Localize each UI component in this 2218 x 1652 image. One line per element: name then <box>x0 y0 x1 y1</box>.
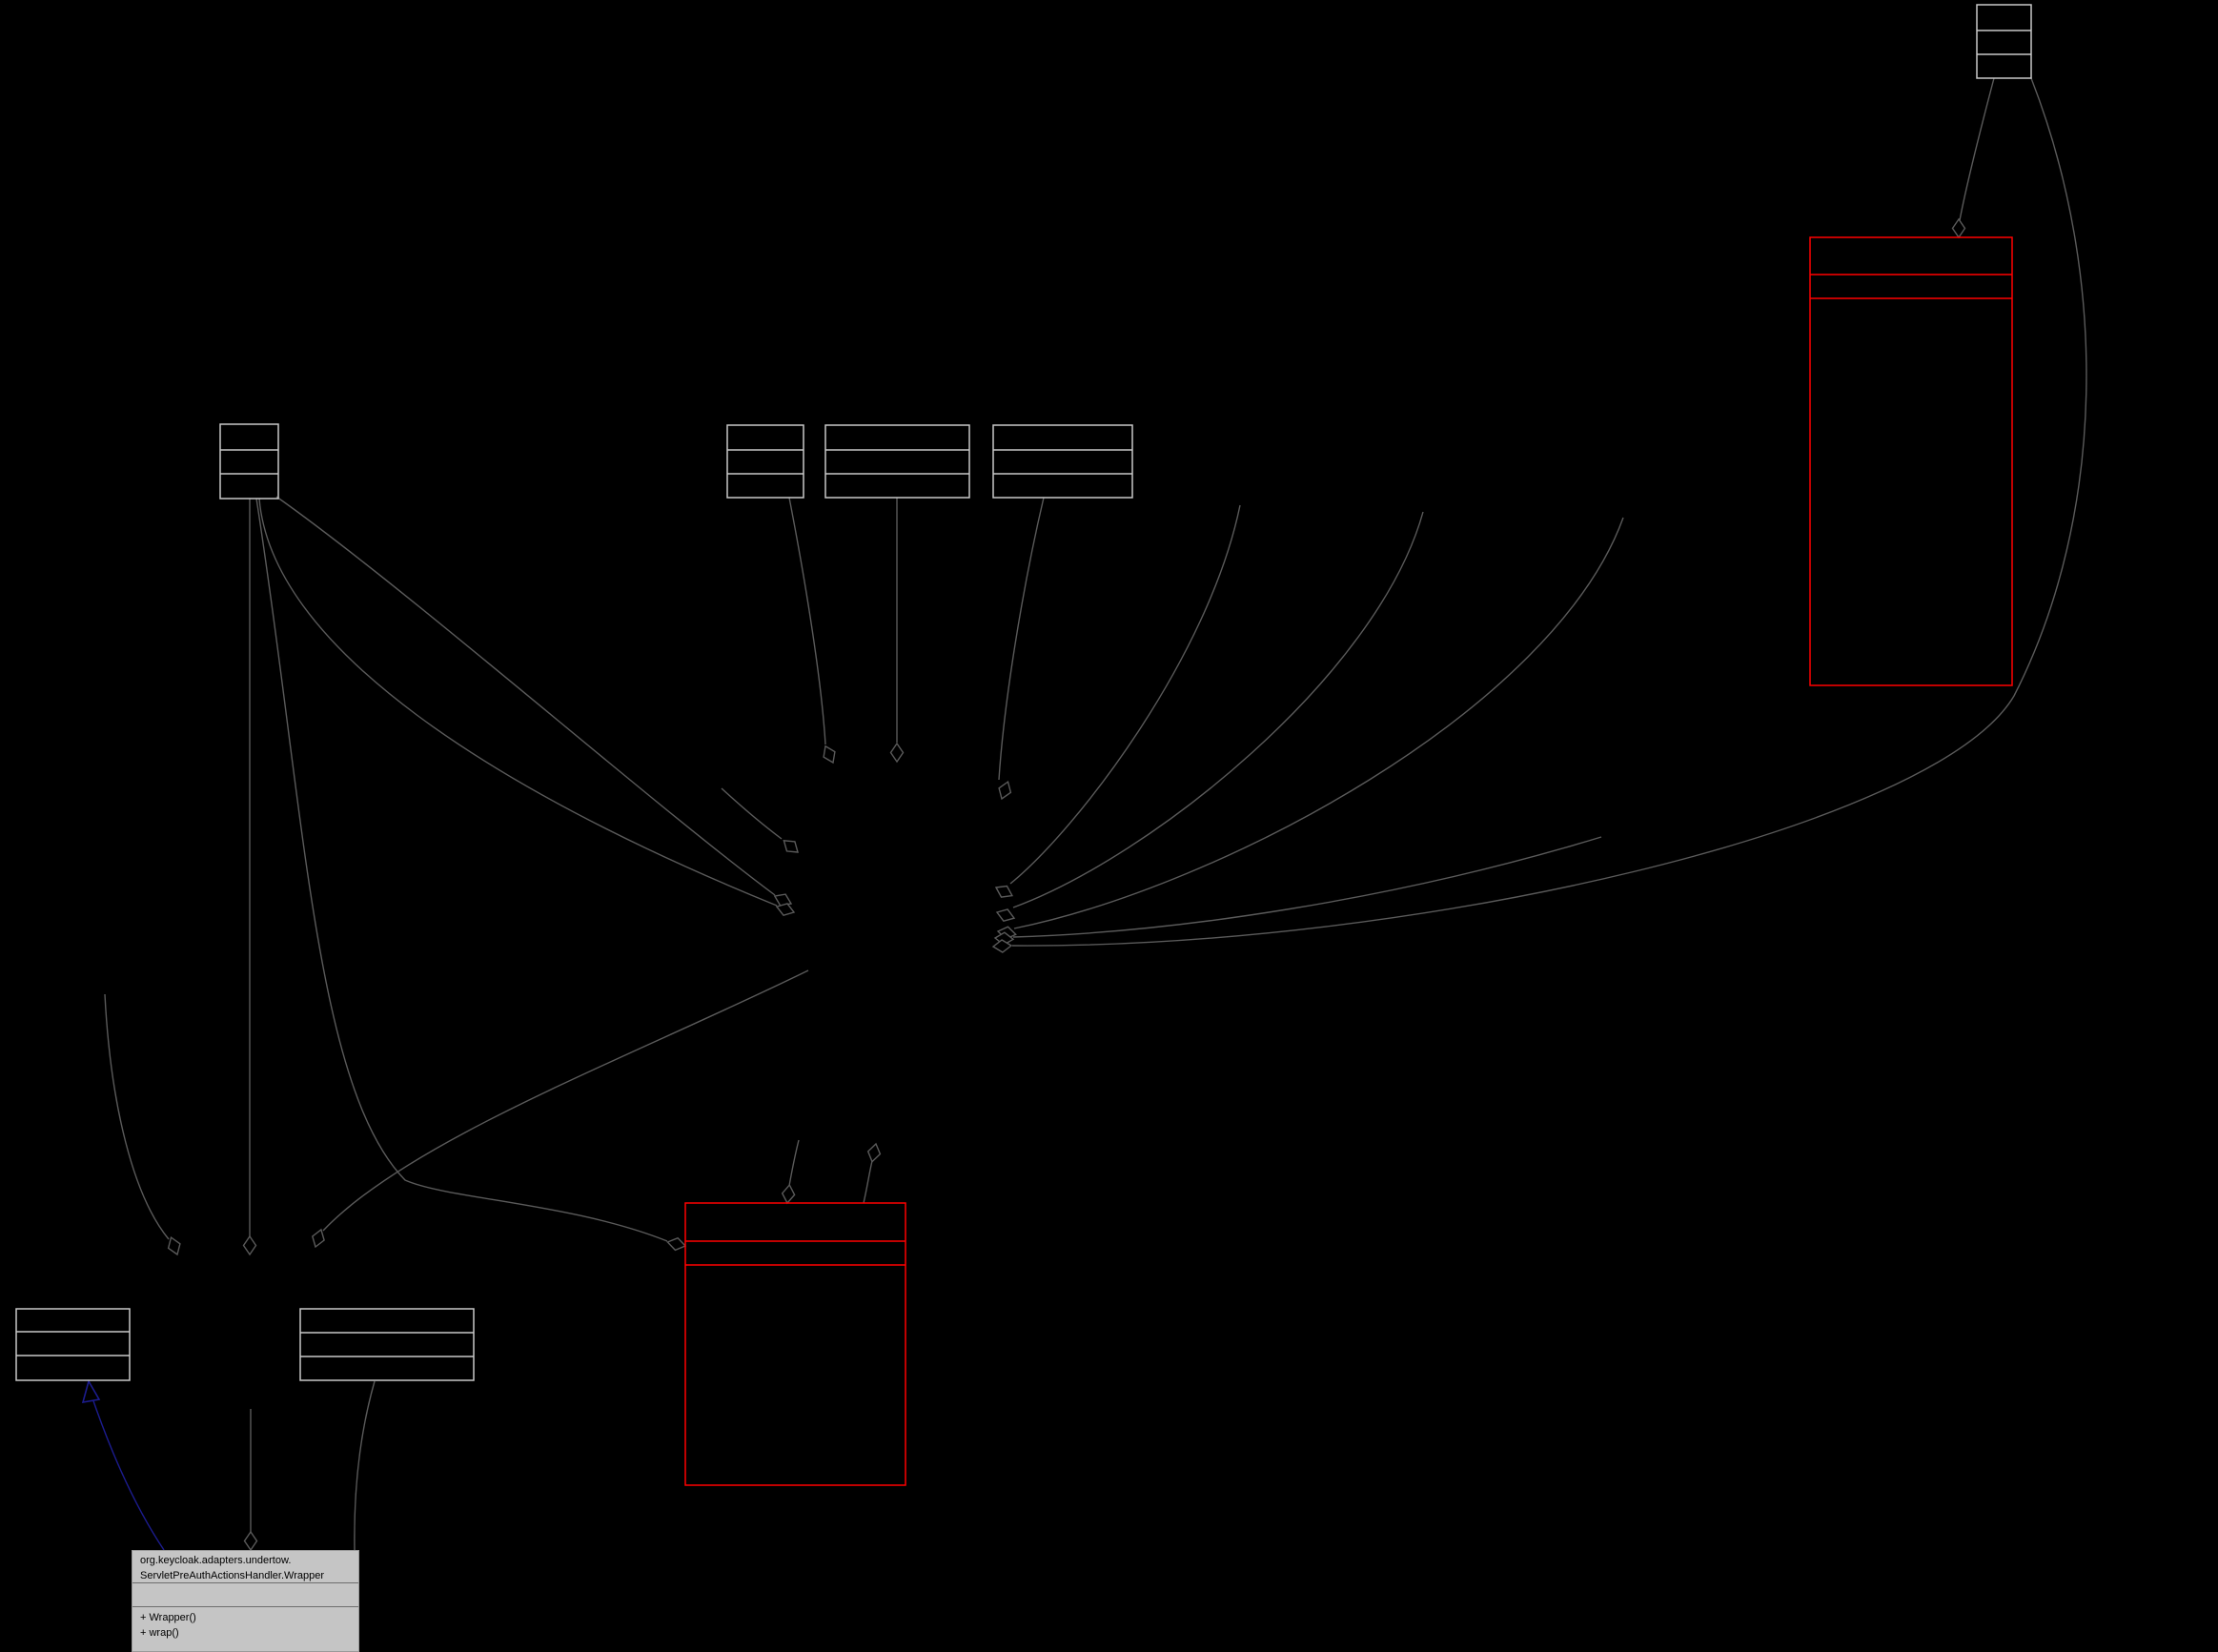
class-box-red-right-outline <box>1809 236 2013 686</box>
triangle-inherit-box-d <box>81 1378 101 1404</box>
class-box-c-outline <box>992 424 1133 499</box>
class-box-red-middle[interactable] <box>684 1202 906 1486</box>
edge-box-c-down <box>998 497 1045 781</box>
edge-fan-1 <box>1009 504 1241 885</box>
edge-far-left <box>104 993 170 1240</box>
diamond-red-middle-top <box>781 1183 796 1205</box>
edge-leftbox-to-red-middle <box>255 498 668 1242</box>
class-methods: + Wrapper() + wrap() <box>132 1607 358 1641</box>
class-box-a[interactable] <box>726 424 804 499</box>
edge-fan-3 <box>1013 517 1624 929</box>
edge-red-middle-out-stub <box>863 1160 873 1204</box>
diamond-node2-mid <box>242 1234 257 1256</box>
diamond-center-left-2 <box>773 893 793 907</box>
diamond-center-left-1 <box>783 840 799 853</box>
edge-box-a-down <box>788 497 826 745</box>
class-box-top-right-outline <box>1976 4 2032 79</box>
diamond-red-middle-left <box>666 1236 687 1252</box>
edge-topright-sweep <box>1011 77 2087 947</box>
edge-fan-2 <box>1012 511 1424 908</box>
class-box-e[interactable] <box>299 1308 475 1381</box>
diamond-box-a <box>823 744 836 765</box>
class-box-d-outline <box>15 1308 131 1381</box>
edge-leftbox-cluster-1 <box>275 496 776 896</box>
class-box-red-middle-outline <box>684 1202 906 1486</box>
edge-red-middle-in-stub <box>788 1139 800 1187</box>
class-box-red-right[interactable] <box>1809 236 2013 686</box>
class-box-left-outline <box>219 423 279 500</box>
diamond-center-right-2 <box>995 908 1016 922</box>
class-title-line1: org.keycloak.adapters.undertow. <box>140 1555 292 1566</box>
class-box-c[interactable] <box>992 424 1133 499</box>
diamond-center-right-5 <box>991 939 1013 953</box>
class-box-left[interactable] <box>219 423 279 500</box>
class-method-wrap: + wrap() <box>140 1627 179 1639</box>
diamond-red-middle-up <box>866 1142 882 1163</box>
class-title: org.keycloak.adapters.undertow. ServletP… <box>132 1551 358 1583</box>
diamond-box-b <box>889 742 905 764</box>
class-title-line2: ServletPreAuthActionsHandler.Wrapper <box>140 1570 325 1581</box>
class-box-e-outline <box>299 1308 475 1381</box>
class-box-a-outline <box>726 424 804 499</box>
class-attributes-empty <box>132 1583 358 1607</box>
edge-box-e-wrapper <box>354 1380 376 1551</box>
class-box-top-right[interactable] <box>1976 4 2032 79</box>
edge-center-down-left <box>322 969 809 1232</box>
diamond-red-right-top <box>1951 217 1966 239</box>
class-box-b[interactable] <box>824 424 970 499</box>
edge-left-cluster-stub <box>721 787 783 840</box>
edge-topright-to-red-right <box>1959 77 1995 221</box>
diamond-wrapper-top <box>243 1530 258 1552</box>
class-box-b-outline <box>824 424 970 499</box>
diamond-box-c <box>998 780 1012 801</box>
edge-inherit-wrapper-box-d <box>90 1392 165 1551</box>
diamond-node2-left <box>167 1235 181 1256</box>
edge-leftbox-cluster-2 <box>258 498 778 907</box>
class-method-wrapper: + Wrapper() <box>140 1612 196 1623</box>
diamond-node2-right <box>311 1228 325 1249</box>
class-node-wrapper[interactable]: org.keycloak.adapters.undertow. ServletP… <box>132 1550 359 1652</box>
diamond-center-left-3 <box>775 903 796 917</box>
diamond-center-right-1 <box>994 885 1014 898</box>
edge-right-mid <box>1012 836 1602 938</box>
class-box-d[interactable] <box>15 1308 131 1381</box>
